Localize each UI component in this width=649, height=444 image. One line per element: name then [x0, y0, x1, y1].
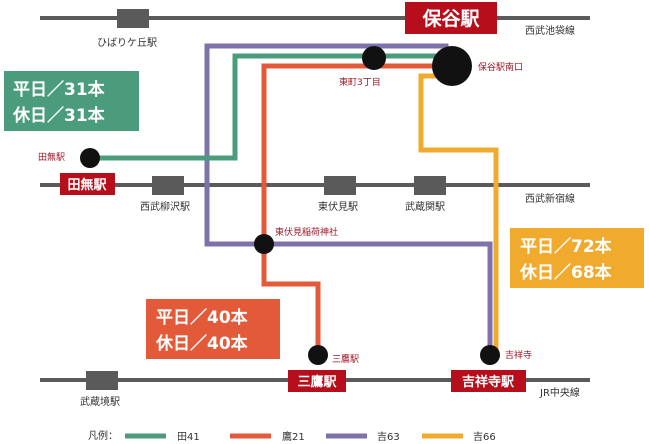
- label-stop-fushimi-inari: 東伏見稲荷神社: [275, 226, 338, 238]
- stop-higashimachi-dot: [362, 46, 386, 70]
- label-hibarigaoka: ひばりケ丘駅: [97, 37, 157, 49]
- legend: 凡例： 田41 鷹21 吉63 吉66: [88, 429, 496, 443]
- label-jr-chuo: JR中央線: [539, 386, 580, 399]
- freq-tan41-weekday: 平日／31本: [13, 79, 105, 100]
- station-box-hoya-label: 保谷駅: [421, 7, 480, 30]
- route-kichi66: [418, 73, 499, 356]
- station-box-mitaka-label: 三鷹駅: [297, 374, 337, 390]
- route-takaka21: [261, 63, 446, 356]
- label-musashiseki: 武蔵関駅: [405, 200, 445, 213]
- station-box-mitaka: [288, 370, 346, 392]
- label-stop-hoya-minamiguchi: 保谷駅南口: [478, 61, 523, 73]
- label-seibu-shinjuku: 西武新宿線: [525, 192, 575, 205]
- label-stop-mitaka: 三鷹駅: [332, 353, 359, 365]
- freq-takaka21-weekday: 平日／40本: [156, 307, 248, 328]
- freq-takaka21-holiday: 休日／40本: [155, 333, 248, 354]
- legend-label-tan41: 田41: [177, 432, 200, 443]
- freq-kichi66-weekday: 平日／72本: [520, 236, 612, 257]
- station-box-tanashi-label: 田無駅: [67, 177, 107, 193]
- label-stop-higashimachi: 東町3丁目: [339, 76, 381, 88]
- label-stop-kichijoji: 吉祥寺: [505, 349, 532, 361]
- stop-tanashi-dot: [80, 148, 100, 168]
- freq-kichi66-holiday: 休日／68本: [519, 262, 612, 283]
- rail-station-nishibu-yagisawa: [152, 176, 184, 195]
- legend-label-kichi63: 吉63: [377, 431, 400, 443]
- rail-station-musashiseki: [414, 176, 446, 195]
- station-box-tanashi: [60, 173, 115, 195]
- stop-mitaka-dot: [308, 345, 328, 365]
- rail-station-hibarigaoka: [117, 9, 149, 28]
- label-musashisakai: 武蔵境駅: [80, 395, 120, 408]
- freq-box-kichi66: [510, 228, 644, 288]
- freq-box-tan41: [4, 71, 139, 131]
- station-box-kichijoji: [451, 370, 526, 392]
- station-box-hoya: [405, 2, 497, 34]
- label-higashi-fushimi: 東伏見駅: [318, 200, 358, 213]
- label-seibu-ikebukuro: 西武池袋線: [525, 24, 575, 37]
- rail-station-musashisakai: [86, 371, 118, 390]
- stop-fushimi-inari-dot: [254, 234, 274, 254]
- stop-hoya-minamiguchi-dot: [432, 46, 472, 86]
- label-stop-tanashi: 田無駅: [38, 151, 65, 163]
- label-nishibu-yagisawa: 西武柳沢駅: [140, 200, 190, 213]
- rail-station-higashi-fushimi: [324, 176, 356, 195]
- freq-box-takaka21: [146, 299, 280, 359]
- legend-label-kichi66: 吉66: [473, 431, 496, 443]
- route-tan41: [90, 53, 446, 161]
- freq-tan41-holiday: 休日／31本: [12, 105, 105, 126]
- stop-kichijoji-dot: [480, 345, 500, 365]
- legend-title: 凡例：: [88, 429, 118, 442]
- legend-label-takaka21: 鷹21: [282, 430, 305, 443]
- station-box-kichijoji-label: 吉祥寺駅: [462, 374, 515, 390]
